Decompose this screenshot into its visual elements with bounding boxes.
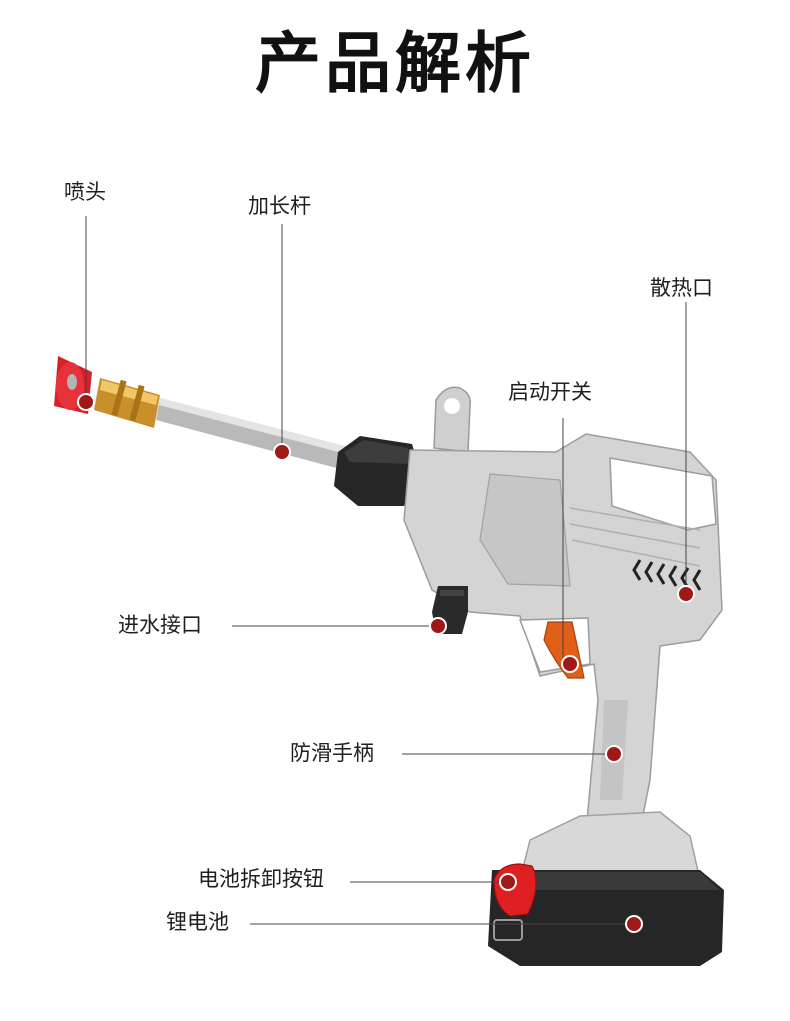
marker-dot-nozzle <box>77 393 95 411</box>
label-water-inlet: 进水接口 <box>118 613 202 637</box>
label-battery-release-button: 电池拆卸按钮 <box>198 867 324 891</box>
marker-dot-handle <box>605 745 623 763</box>
front-nut <box>334 436 420 506</box>
extension-rod <box>156 398 352 470</box>
label-nozzle: 喷头 <box>64 180 106 204</box>
battery-mount <box>519 811 701 881</box>
marker-dots <box>77 393 695 933</box>
top-loop <box>433 386 472 453</box>
label-anti-slip-handle: 防滑手柄 <box>290 741 374 765</box>
battery-pack <box>488 870 724 966</box>
marker-dot-vent <box>677 585 695 603</box>
marker-dot-rod <box>273 443 291 461</box>
leader-lines <box>85 216 687 925</box>
marker-dot-release <box>499 873 517 891</box>
marker-dot-battery <box>625 915 643 933</box>
brass-coupling <box>94 378 160 428</box>
marker-dot-inlet <box>429 617 447 635</box>
label-start-switch: 启动开关 <box>508 380 592 404</box>
marker-dot-switch <box>561 655 579 673</box>
page-title: 产品解析 <box>255 25 535 102</box>
label-vent: 散热口 <box>650 276 713 300</box>
label-lithium-battery: 锂电池 <box>166 910 229 934</box>
label-extension-rod: 加长杆 <box>248 194 311 218</box>
